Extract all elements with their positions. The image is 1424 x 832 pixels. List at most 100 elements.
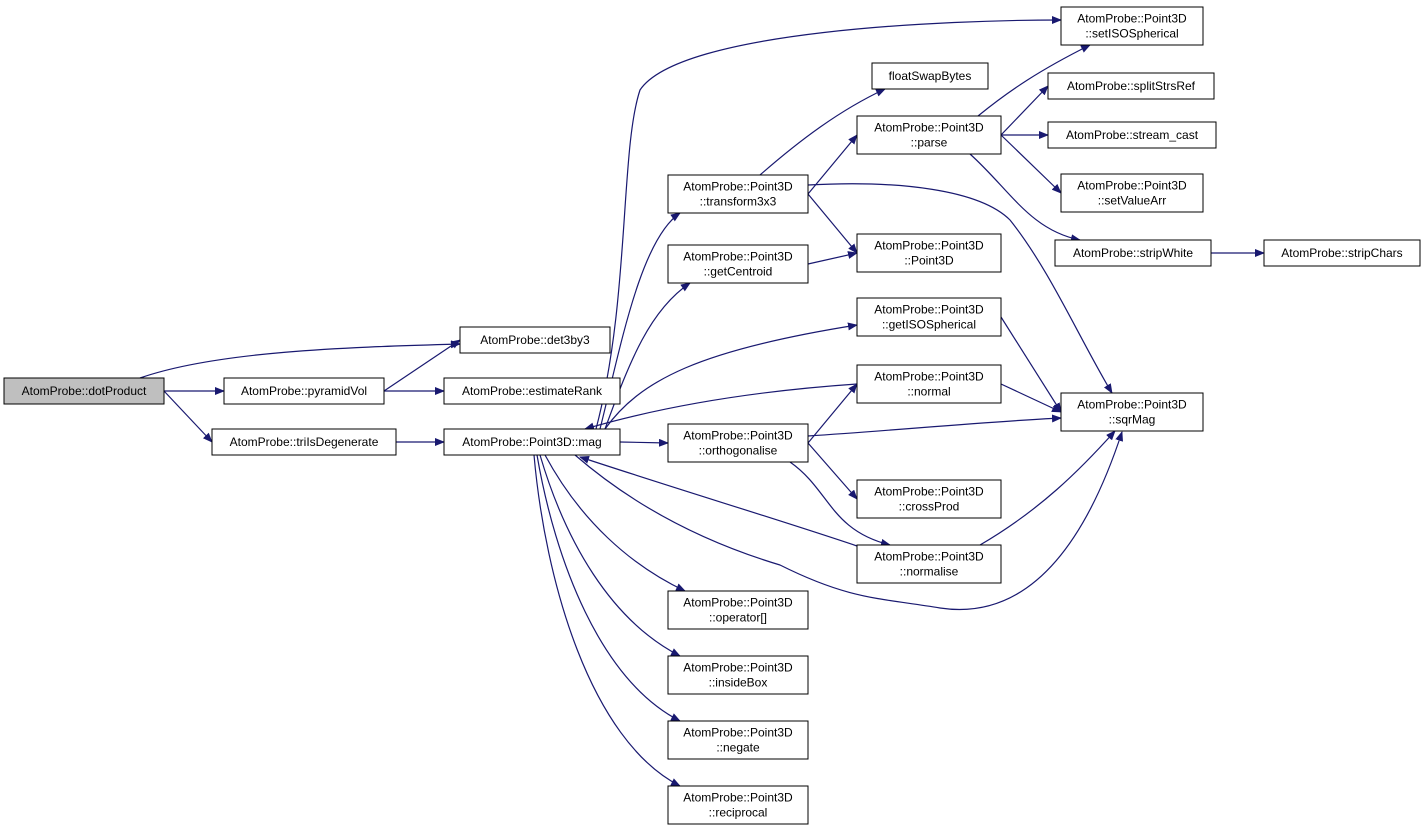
node-box[interactable] [1047, 72, 1215, 100]
node-crossProd[interactable]: AtomProbe::Point3D::crossProd [856, 479, 1002, 519]
node-box[interactable] [459, 326, 611, 354]
node-label: AtomProbe::Point3D [874, 303, 984, 317]
node-label: ::normal [907, 385, 950, 399]
edge-mag-to-orthogonalise [619, 438, 669, 447]
node-box[interactable] [856, 233, 1002, 273]
node-box[interactable] [856, 115, 1002, 155]
node-box[interactable] [1060, 392, 1204, 432]
edge-arrow [759, 88, 886, 176]
node-box[interactable] [667, 785, 809, 825]
node-box[interactable] [1060, 173, 1204, 213]
edge-normal-to-sqrMag [1000, 383, 1062, 413]
node-box[interactable] [443, 428, 621, 456]
node-splitStrsRef[interactable]: AtomProbe::splitStrsRef [1047, 72, 1215, 100]
edge-orthogonalise-to-normalise [789, 461, 891, 547]
node-box[interactable] [443, 377, 621, 405]
node-streamCast[interactable]: AtomProbe::stream_cast [1047, 121, 1217, 149]
node-box[interactable] [1060, 6, 1204, 46]
edge-orthogonalise-to-normal [807, 383, 858, 444]
node-getISOSpherical[interactable]: AtomProbe::Point3D::getISOSpherical [856, 297, 1002, 337]
node-label: ::parse [911, 136, 948, 150]
node-box[interactable] [856, 544, 1002, 584]
node-det3by3[interactable]: AtomProbe::det3by3 [459, 326, 611, 354]
edge-arrow [1000, 134, 1062, 194]
node-floatSwapBytes[interactable]: floatSwapBytes [871, 62, 989, 90]
node-box[interactable] [1054, 239, 1212, 267]
node-setISOSpherical[interactable]: AtomProbe::Point3D::setISOSpherical [1060, 6, 1204, 46]
edge-mag-to-getISOSpherical [604, 322, 858, 430]
edge-arrow [574, 431, 1123, 610]
edge-normalise-to-mag [579, 456, 858, 547]
node-box[interactable] [3, 377, 165, 405]
node-normalise[interactable]: AtomProbe::Point3D::normalise [856, 544, 1002, 584]
edge-normalise-to-sqrMag [979, 430, 1116, 546]
node-label: AtomProbe::Point3D [683, 661, 793, 675]
edge-arrow [807, 193, 858, 254]
node-label: ::Point3D [904, 254, 954, 268]
node-label: AtomProbe::Point3D [1077, 12, 1187, 26]
node-label: ::insideBox [709, 676, 768, 690]
edge-arrow [544, 454, 686, 592]
node-box[interactable] [856, 364, 1002, 404]
node-stripChars[interactable]: AtomProbe::stripChars [1263, 239, 1421, 267]
edge-arrow [1000, 85, 1049, 136]
node-pyramidVol[interactable]: AtomProbe::pyramidVol [223, 377, 385, 405]
node-normal[interactable]: AtomProbe::Point3D::normal [856, 364, 1002, 404]
edge-mag-to-negate [536, 454, 681, 722]
node-label: ::reciprocal [709, 806, 768, 820]
node-negate[interactable]: AtomProbe::Point3D::negate [667, 720, 809, 760]
node-label: ::normalise [900, 565, 959, 579]
edge-orthogonalise-to-sqrMag [807, 414, 1062, 437]
node-box[interactable] [223, 377, 385, 405]
node-label: AtomProbe::Point3D [683, 250, 793, 264]
edge-dotProduct-to-triIsDegenerate [163, 390, 213, 443]
edge-layer [139, 16, 1265, 787]
node-box[interactable] [667, 720, 809, 760]
node-label: AtomProbe::Point3D::mag [462, 435, 601, 449]
edge-arrow [979, 430, 1116, 546]
node-layer: AtomProbe::dotProductAtomProbe::det3by3A… [3, 6, 1421, 825]
node-box[interactable] [1047, 121, 1217, 149]
node-setValueArr[interactable]: AtomProbe::Point3D::setValueArr [1060, 173, 1204, 213]
edge-arrow [584, 383, 858, 431]
node-label: AtomProbe::Point3D [874, 485, 984, 499]
edge-arrow [536, 454, 681, 722]
node-parse[interactable]: AtomProbe::Point3D::parse [856, 115, 1002, 155]
node-box[interactable] [871, 62, 989, 90]
node-box[interactable] [667, 423, 809, 463]
node-dotProduct[interactable]: AtomProbe::dotProduct [3, 377, 165, 405]
node-reciprocal[interactable]: AtomProbe::Point3D::reciprocal [667, 785, 809, 825]
edge-arrow [533, 454, 681, 787]
node-sqrMag[interactable]: AtomProbe::Point3D::sqrMag [1060, 392, 1204, 432]
edge-orthogonalise-to-crossProd [807, 442, 858, 500]
node-box[interactable] [856, 479, 1002, 519]
node-box[interactable] [211, 428, 397, 456]
edge-normal-to-mag [584, 383, 858, 431]
node-transform3x3[interactable]: AtomProbe::Point3D::transform3x3 [667, 174, 809, 214]
edge-transform3x3-to-sqrMag [807, 183, 1113, 394]
node-label: ::negate [716, 741, 760, 755]
node-insideBox[interactable]: AtomProbe::Point3D::insideBox [667, 655, 809, 695]
node-orthogonalise[interactable]: AtomProbe::Point3D::orthogonalise [667, 423, 809, 463]
node-operatorIndex[interactable]: AtomProbe::Point3D::operator[] [667, 590, 809, 630]
node-box[interactable] [856, 297, 1002, 337]
node-label: AtomProbe::dotProduct [22, 384, 147, 398]
node-box[interactable] [667, 655, 809, 695]
node-estimateRank[interactable]: AtomProbe::estimateRank [443, 377, 621, 405]
edge-arrow [807, 183, 1113, 394]
node-box[interactable] [667, 590, 809, 630]
node-box[interactable] [667, 174, 809, 214]
node-label: ::transform3x3 [700, 195, 777, 209]
node-mag[interactable]: AtomProbe::Point3D::mag [443, 428, 621, 456]
node-getCentroid[interactable]: AtomProbe::Point3D::getCentroid [667, 244, 809, 284]
edge-dotProduct-to-det3by3 [139, 340, 461, 379]
node-triIsDegenerate[interactable]: AtomProbe::triIsDegenerate [211, 428, 397, 456]
node-box[interactable] [1263, 239, 1421, 267]
edge-mag-to-setISOSpherical [595, 16, 1062, 430]
node-point3dCtor[interactable]: AtomProbe::Point3D::Point3D [856, 233, 1002, 273]
node-label: AtomProbe::stream_cast [1066, 128, 1199, 142]
edge-arrow [604, 322, 858, 430]
node-box[interactable] [667, 244, 809, 284]
node-stripWhite[interactable]: AtomProbe::stripWhite [1054, 239, 1212, 267]
edge-arrow [139, 340, 461, 379]
